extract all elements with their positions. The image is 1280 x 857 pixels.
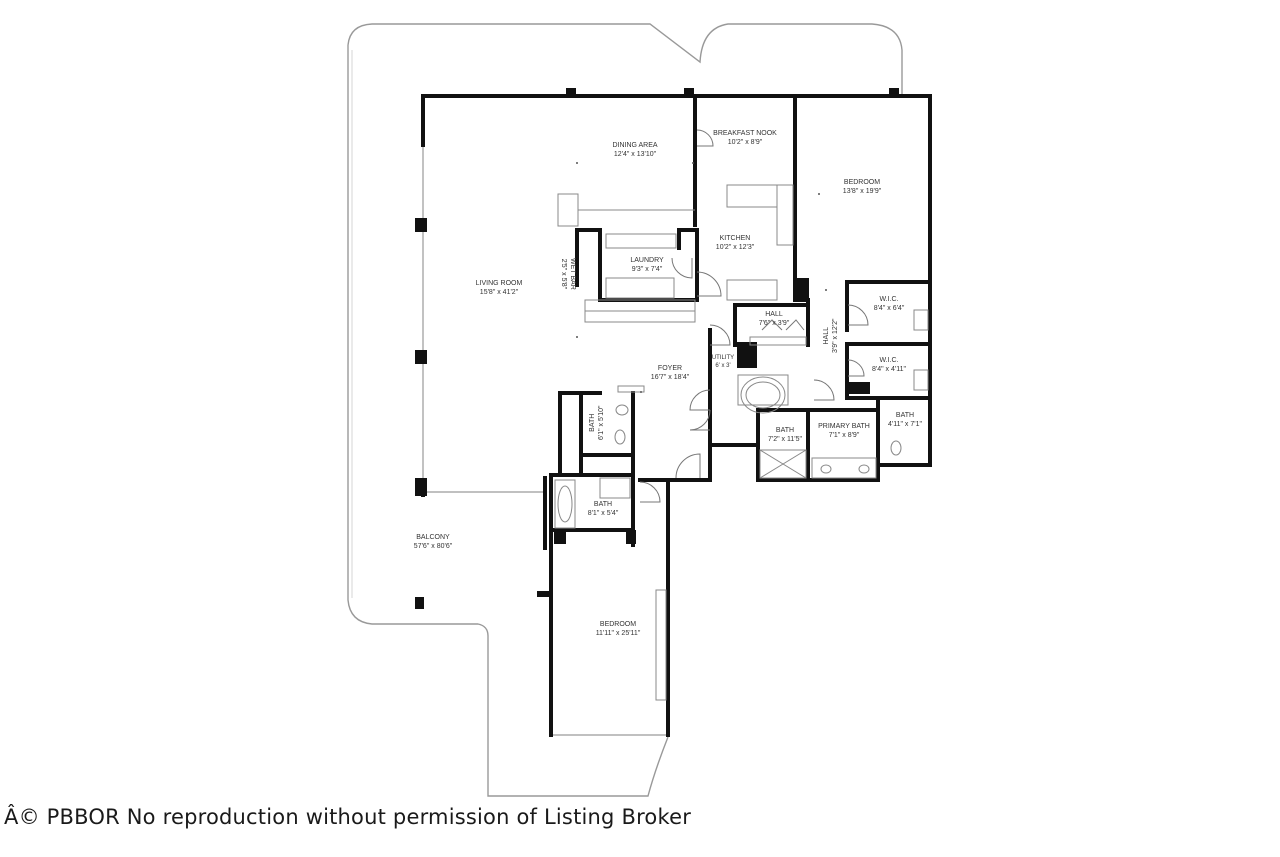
glass-walls [422, 95, 900, 736]
doors [639, 129, 869, 503]
columns [415, 88, 899, 609]
room-label-wic-2: W.I.C.8'4" x 4'11" [872, 357, 906, 373]
room-label-wic-1: W.I.C.8'4" x 6'4" [873, 296, 905, 312]
fixtures [554, 184, 929, 701]
balcony-outline [347, 23, 903, 797]
room-markers [576, 162, 827, 393]
copyright-watermark: Â© PBBOR No reproduction without permiss… [4, 805, 692, 829]
